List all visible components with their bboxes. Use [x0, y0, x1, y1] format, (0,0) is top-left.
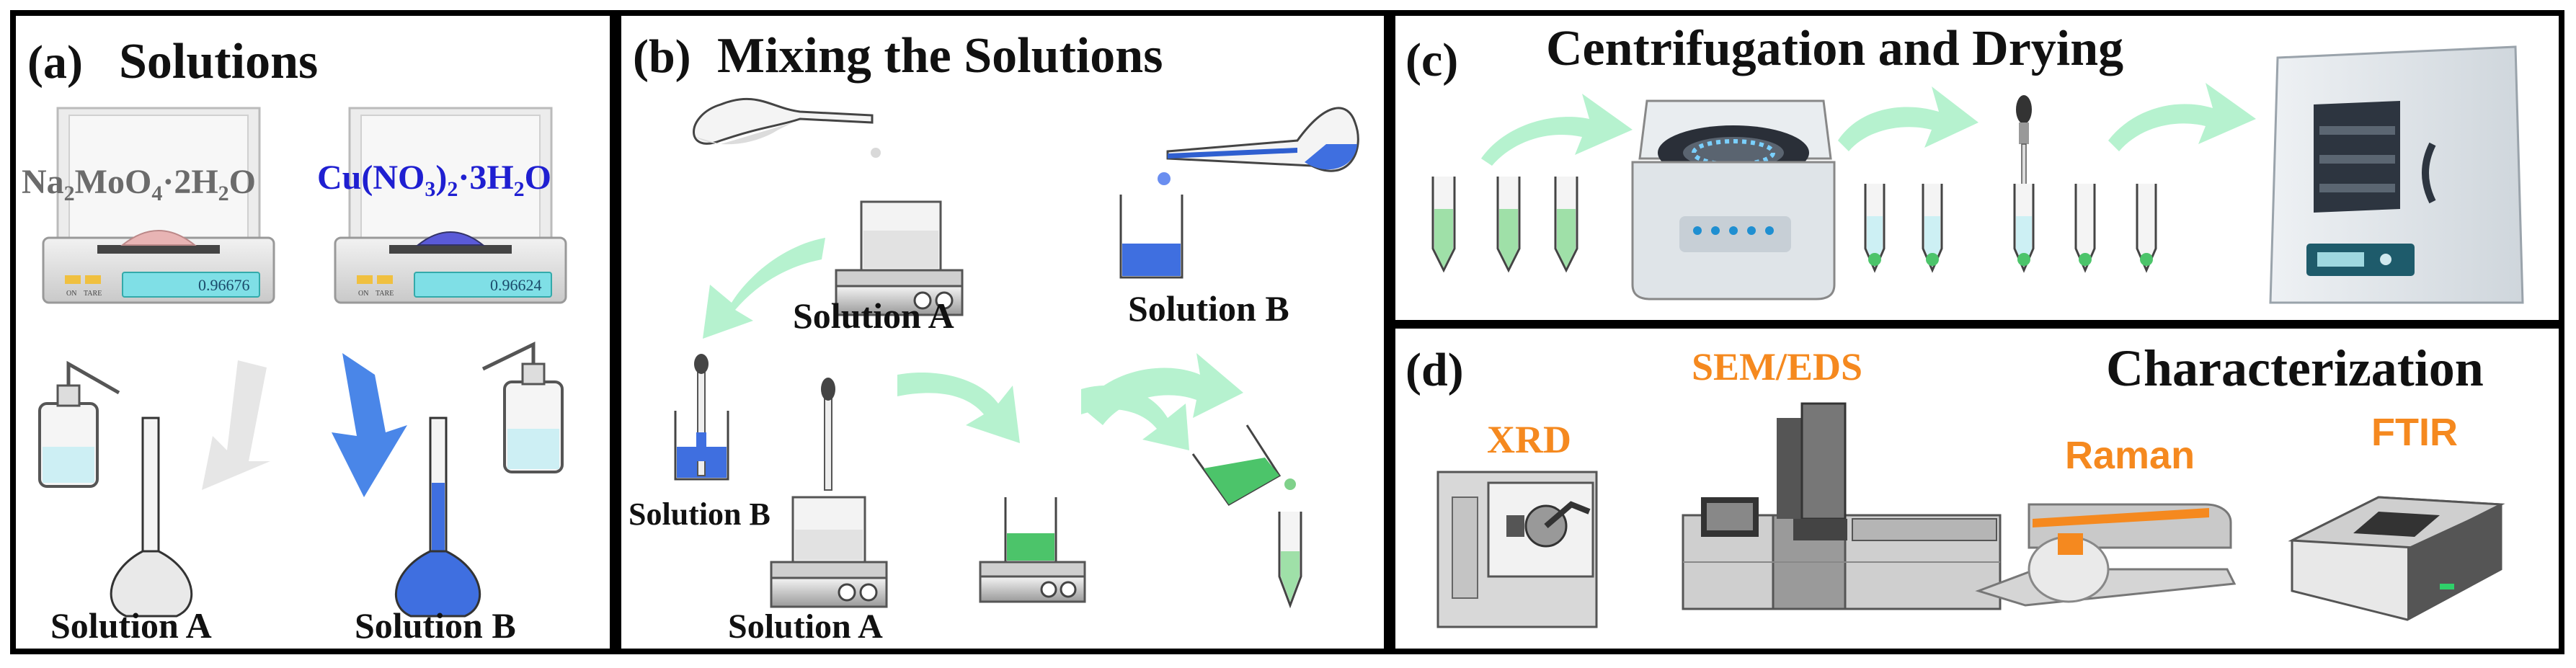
analytical-balance-right: 0.96624 ON TARE — [334, 107, 567, 304]
powder-pile-left — [120, 230, 197, 246]
panel-a-title: Solutions — [119, 34, 318, 89]
volumetric-flask-b — [394, 417, 481, 618]
washed-tubes — [2013, 184, 2157, 273]
instrument-label-ftir: FTIR — [2371, 411, 2458, 454]
drying-oven — [2269, 45, 2524, 304]
panel-a-frame — [10, 10, 616, 654]
reagent-formula-left: Na2MoO4·2H2O — [22, 163, 256, 205]
beaker-solution-b-bottom — [674, 354, 729, 481]
flask-label-solution-a: Solution A — [50, 605, 212, 646]
balance-button-tare-left: TARE — [84, 290, 102, 298]
powder-pile-right — [416, 231, 485, 246]
pipette-c — [2016, 95, 2032, 210]
analytical-balance-left: 0.96676 ON TARE — [42, 107, 275, 304]
pouring-flask-b — [1158, 107, 1359, 185]
stirrer-top-label: Solution A — [793, 295, 954, 336]
green-arrow-c1 — [1481, 94, 1633, 166]
centrifuge-machine — [1631, 99, 1836, 300]
balance-reading-left: 0.96676 — [198, 276, 250, 294]
panel-d-title: Characterization — [2106, 339, 2484, 397]
green-arrow-b1 — [703, 238, 825, 339]
centrifuge-tube-b — [1278, 512, 1302, 609]
panel-c-tag: (c) — [1405, 34, 1458, 86]
sem-eds-instrument — [1682, 402, 2002, 610]
instrument-label-xrd: XRD — [1487, 418, 1571, 461]
flask-label-solution-b: Solution B — [355, 605, 516, 646]
balance-button-on-left: ON — [66, 290, 76, 298]
blue-pour-arrow — [332, 353, 407, 497]
instrument-label-sem-eds: SEM/EDS — [1692, 345, 1862, 388]
panel-b-title: Mixing the Solutions — [717, 28, 1163, 84]
beaker-solution-b-top — [1119, 195, 1183, 279]
green-arrow-b2 — [897, 372, 1020, 443]
panel-b-frame — [616, 10, 1390, 654]
green-arrow-c3 — [2108, 83, 2256, 151]
raman-instrument — [1975, 503, 2237, 607]
green-arrow-b4 — [1081, 353, 1243, 425]
panel-a-tag: (a) — [27, 36, 83, 89]
xrd-instrument — [1436, 471, 1598, 628]
panel-c-title: Centrifugation and Drying — [1546, 21, 2123, 76]
balance-reading-right: 0.96624 — [490, 276, 542, 294]
tilted-beaker-green — [1191, 424, 1296, 506]
stirrer-bottom-label: Solution A — [728, 607, 883, 646]
wash-bottle-left — [38, 360, 120, 488]
balance-button-tare-right: TARE — [376, 290, 394, 298]
panel-b-tag: (b) — [633, 30, 691, 83]
centrifuge-tubes-green — [1431, 177, 1578, 273]
magnetic-stirrer-green — [979, 497, 1086, 603]
balance-button-on-right: ON — [358, 290, 368, 298]
reagent-formula-right: Cu(NO3)2·3H2O — [317, 159, 551, 201]
panel-d-frame — [1390, 323, 2564, 654]
green-arrow-c2 — [1838, 86, 1978, 151]
magnetic-stirrer-top — [835, 200, 964, 316]
panel-d-tag: (d) — [1405, 344, 1464, 396]
wash-bottle-right — [481, 342, 564, 473]
centrifuged-tubes-pellet — [1864, 184, 1943, 273]
pouring-flask-a — [693, 97, 881, 158]
balance-display-left — [122, 272, 260, 298]
balance-display-right — [414, 272, 552, 298]
grey-pour-arrow — [202, 360, 270, 490]
dropper-b — [821, 378, 835, 509]
magnetic-stirrer-bottom — [770, 496, 888, 608]
instrument-label-raman: Raman — [2065, 434, 2195, 477]
beaker-top-right-label: Solution B — [1128, 288, 1289, 329]
ftir-instrument — [2288, 496, 2505, 621]
beaker-bottom-left-label: Solution B — [629, 496, 770, 532]
volumetric-flask-a — [110, 417, 193, 618]
